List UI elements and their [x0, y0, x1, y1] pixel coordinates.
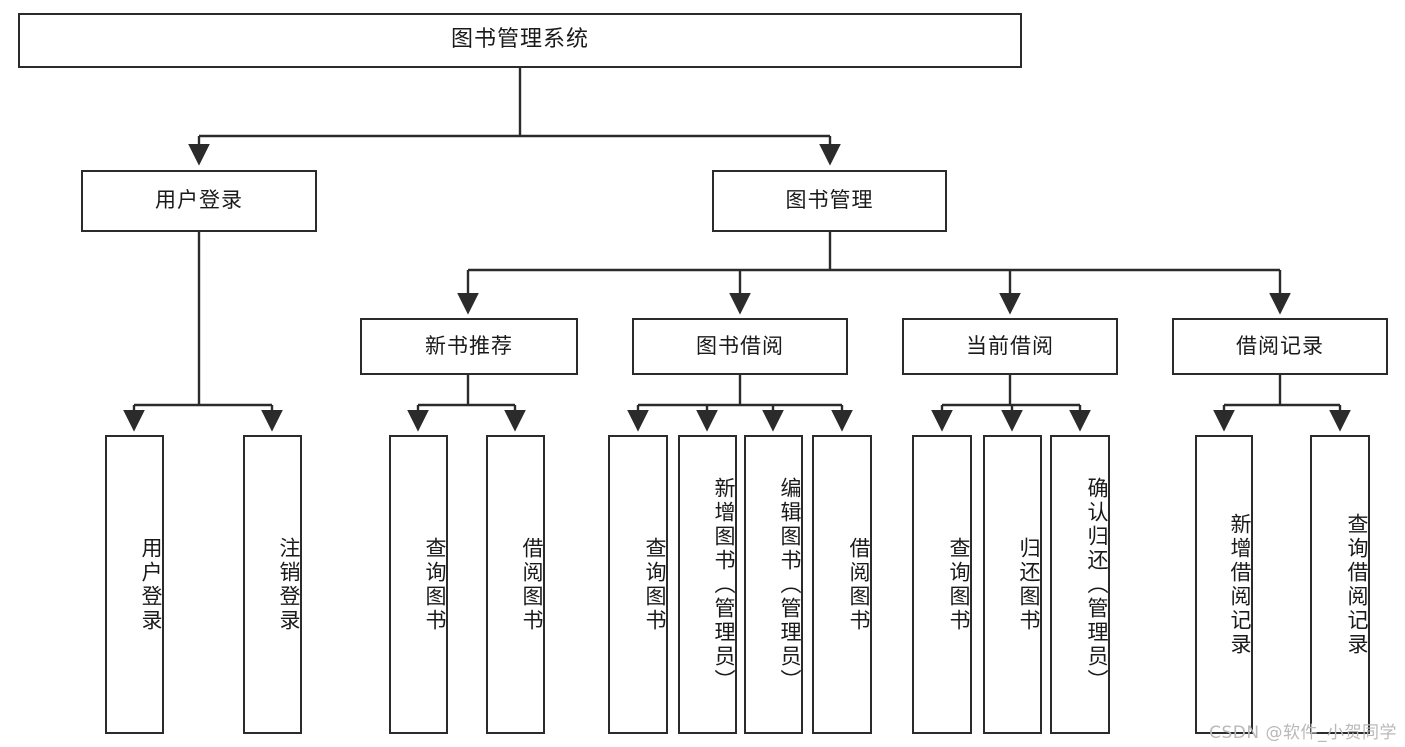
leaf-current-query-book[interactable]: 查询图书	[912, 435, 972, 734]
leaf-borrow-add-book-admin[interactable]: 新增图书（管理员）	[678, 435, 737, 734]
leaf-recommend-query-book[interactable]: 查询图书	[389, 435, 448, 734]
leaf-recommend-borrow-book[interactable]: 借阅图书	[486, 435, 545, 734]
leaf-user-login-logout[interactable]: 注销登录	[243, 435, 302, 734]
node-borrow-record[interactable]: 借阅记录	[1172, 318, 1388, 375]
node-book-borrow[interactable]: 图书借阅	[632, 318, 848, 375]
leaf-borrow-query-book[interactable]: 查询图书	[608, 435, 668, 734]
csdn-watermark: CSDN @软件_小贺同学	[1209, 723, 1397, 743]
node-current-borrow[interactable]: 当前借阅	[902, 318, 1118, 375]
node-root-system[interactable]: 图书管理系统	[18, 13, 1022, 68]
leaf-current-confirm-return-admin[interactable]: 确认归还（管理员）	[1050, 435, 1110, 734]
leaf-record-add-record[interactable]: 新增借阅记录	[1195, 435, 1253, 734]
node-new-book-recommend[interactable]: 新书推荐	[360, 318, 578, 375]
node-user-login[interactable]: 用户登录	[81, 170, 317, 232]
leaf-borrow-edit-book-admin[interactable]: 编辑图书（管理员）	[744, 435, 803, 734]
leaf-user-login-login[interactable]: 用户登录	[105, 435, 164, 734]
node-book-management[interactable]: 图书管理	[712, 170, 947, 232]
leaf-borrow-borrow-book[interactable]: 借阅图书	[812, 435, 872, 734]
leaf-current-return-book[interactable]: 归还图书	[983, 435, 1042, 734]
leaf-record-query-record[interactable]: 查询借阅记录	[1310, 435, 1370, 734]
